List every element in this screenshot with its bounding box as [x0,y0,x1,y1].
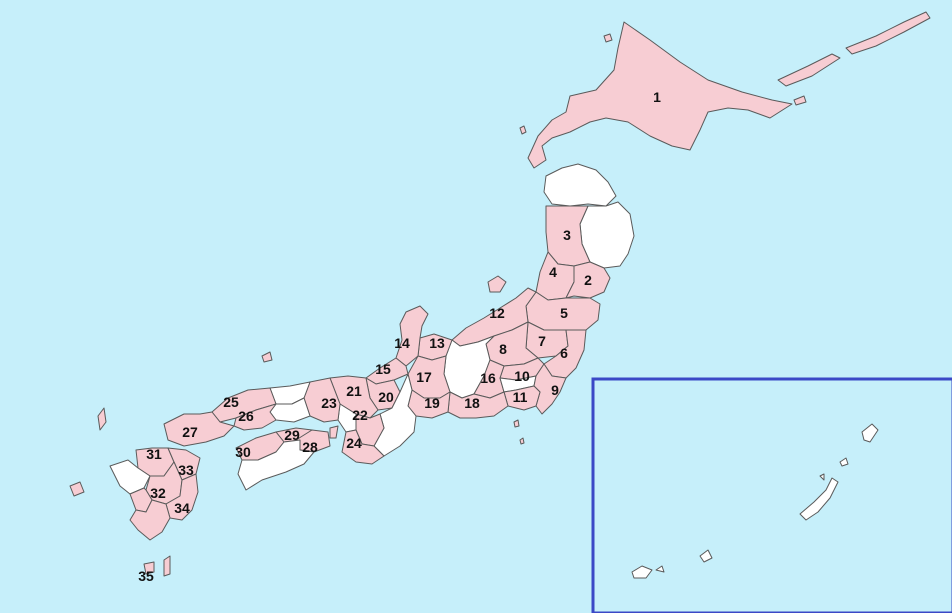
island-shikotan [793,95,807,106]
label-11: 11 [513,389,528,405]
island-miyako [699,549,713,563]
island-amami [861,423,879,443]
island-okushiri [519,125,527,135]
region-saga-nagasaki [109,459,151,495]
island-goto [69,481,85,497]
label-4: 4 [549,264,557,280]
label-29: 29 [284,427,300,443]
label-17: 17 [416,369,432,385]
okinawa-inset-frame [591,377,952,613]
region-9 [533,363,567,415]
label-21: 21 [346,383,362,399]
label-1: 1 [653,89,661,105]
region-11 [503,385,541,411]
label-13: 13 [429,335,445,351]
label-22: 22 [352,407,368,423]
region-34 [165,473,199,521]
label-31: 31 [146,446,162,462]
label-5: 5 [560,305,568,321]
region-kochi [237,439,315,491]
label-34: 34 [174,500,190,516]
label-3: 3 [563,227,571,243]
region-hokkaido [527,21,793,169]
label-16: 16 [480,370,496,386]
region-2 [565,261,611,299]
island-tanegashima [163,555,171,577]
label-10: 10 [514,368,530,384]
region-27 [163,411,235,447]
island-yakushima [143,561,155,575]
island-awaji [329,425,339,439]
label-2: 2 [584,272,592,288]
label-8: 8 [499,341,507,357]
region-18 [447,391,509,419]
region-26 [233,403,277,431]
islands-izu [513,419,525,445]
region-kagoshima [129,499,171,541]
label-19: 19 [424,395,440,411]
region-24 [341,429,385,465]
island-sado [487,275,507,293]
island-etorofu [845,11,931,55]
label-18: 18 [464,395,480,411]
label-9: 9 [551,382,559,398]
label-25: 25 [223,394,239,410]
label-32: 32 [150,485,166,501]
label-6: 6 [560,345,568,361]
label-14: 14 [394,335,410,351]
island-ishigaki [631,565,665,579]
label-35: 35 [138,568,154,584]
island-okinawa [799,477,839,521]
island-oki [261,351,273,363]
label-20: 20 [378,389,394,405]
island-rishiri [603,33,613,43]
label-27: 27 [182,424,198,440]
islands-ryukyu-mid [819,457,849,481]
label-33: 33 [178,462,194,478]
island-tsushima [97,407,107,431]
island-kunashiri [777,53,841,87]
label-30: 30 [235,444,251,460]
label-15: 15 [375,361,391,377]
label-24: 24 [346,435,362,451]
label-26: 26 [238,408,254,424]
label-7: 7 [538,333,546,349]
label-28: 28 [302,439,318,455]
label-12: 12 [489,305,505,321]
label-23: 23 [321,395,337,411]
region-tohoku-north [543,163,617,207]
